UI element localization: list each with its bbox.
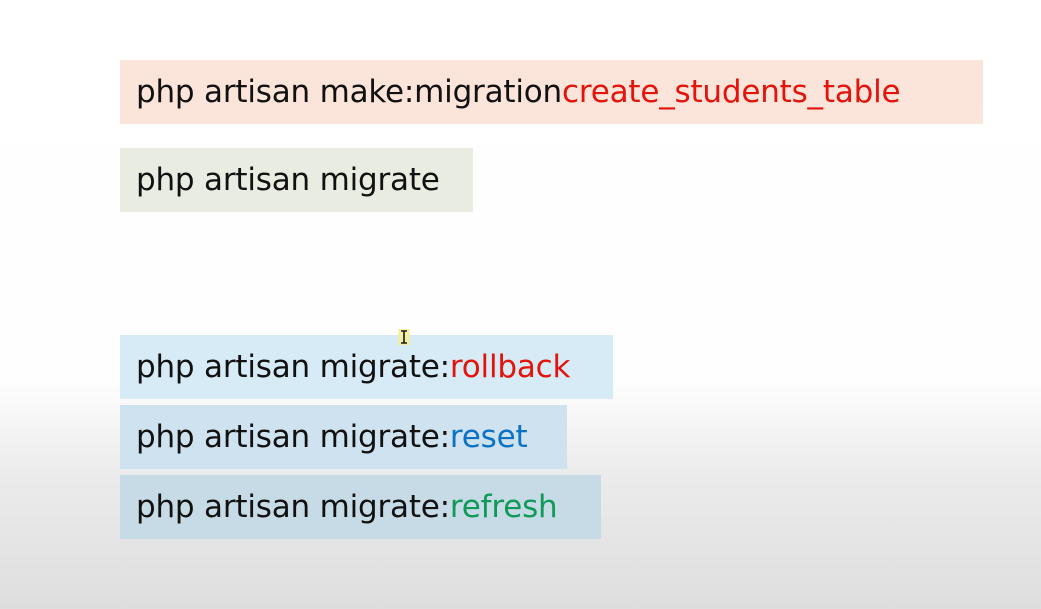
command-accent-reset: reset — [449, 419, 528, 455]
command-accent-refresh: refresh — [449, 489, 558, 525]
command-make-migration: php artisan make:migration create_studen… — [120, 60, 983, 124]
command-migrate-rollback: php artisan migrate: rollback — [120, 335, 613, 399]
command-prefix: php artisan make:migration — [136, 74, 562, 110]
text-cursor-icon — [398, 329, 410, 345]
command-prefix: php artisan migrate: — [136, 349, 450, 385]
command-accent-rollback: rollback — [449, 349, 571, 385]
command-prefix: php artisan migrate — [136, 162, 440, 198]
command-migrate-refresh: php artisan migrate: refresh — [120, 475, 601, 539]
command-prefix: php artisan migrate: — [136, 419, 450, 455]
command-migrate-reset: php artisan migrate: reset — [120, 405, 567, 469]
command-migrate: php artisan migrate — [120, 148, 473, 212]
command-accent-create-students-table: create_students_table — [562, 74, 901, 110]
command-prefix: php artisan migrate: — [136, 489, 450, 525]
